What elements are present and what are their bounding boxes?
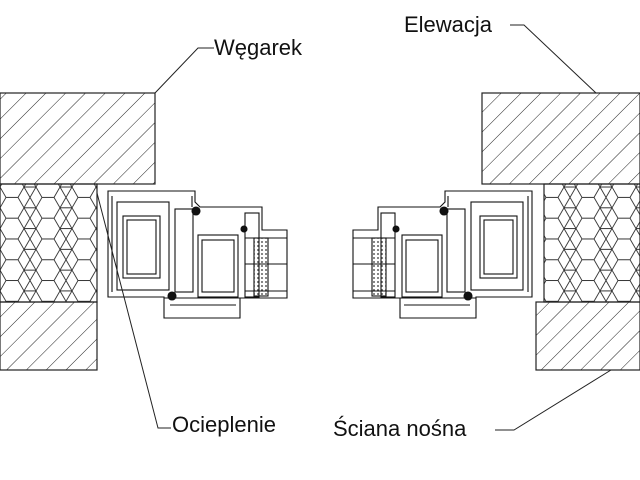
right-insulation-block <box>543 183 640 303</box>
right-facade-hatched-block <box>481 92 640 185</box>
label-wegarek: Węgarek <box>214 35 303 60</box>
right-window-profile <box>352 190 533 319</box>
leader-lines <box>96 24 612 431</box>
left-loadbearing-wall-block <box>0 301 98 371</box>
label-elewacja: Elewacja <box>404 12 493 37</box>
leader-sciana-nosna <box>495 369 612 431</box>
left-window-profile <box>107 190 288 319</box>
label-sciana-nosna: Ściana nośna <box>333 416 467 441</box>
left-reveal-hatched-block <box>0 92 156 185</box>
left-insulation-block <box>0 183 98 303</box>
right-loadbearing-wall-block <box>535 301 640 371</box>
leader-ocieplenie <box>96 192 171 429</box>
right-wall <box>481 92 640 371</box>
leader-wegarek <box>154 47 214 94</box>
leader-elewacja <box>510 24 597 94</box>
left-wall <box>0 92 156 371</box>
label-ocieplenie: Ocieplenie <box>172 412 276 437</box>
